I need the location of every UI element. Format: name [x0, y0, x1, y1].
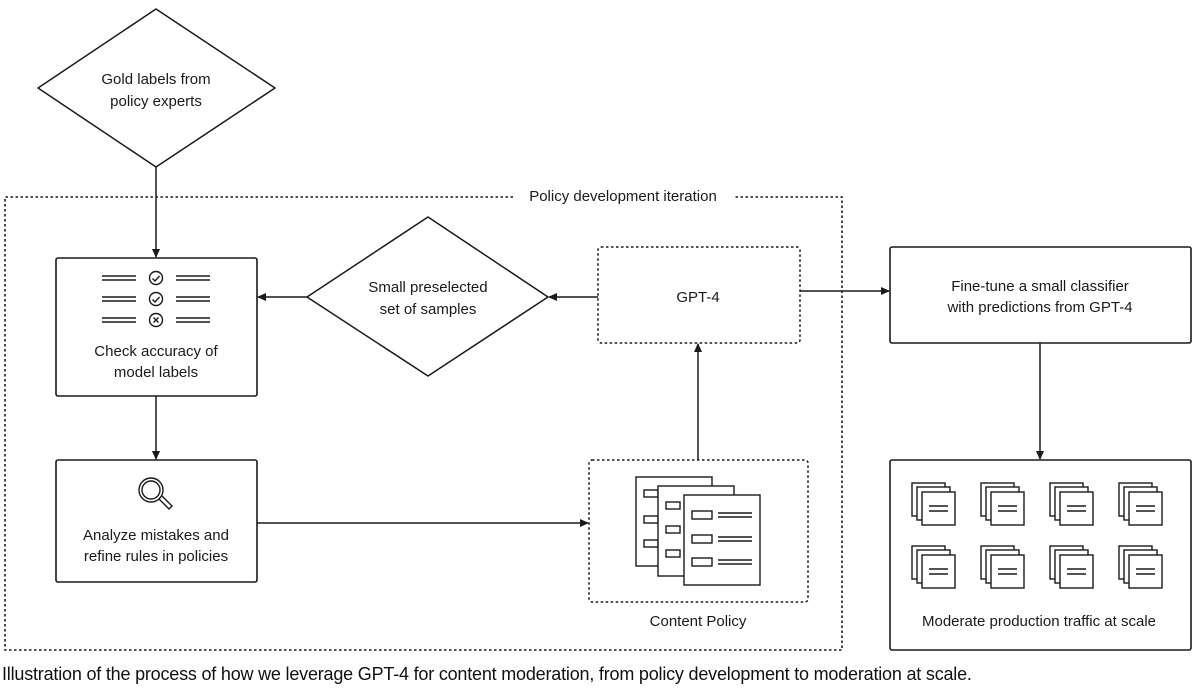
check-circle-icon [148, 270, 164, 286]
document-stack-icon [1118, 545, 1163, 589]
document-stack-icon [1118, 482, 1163, 526]
check-accuracy-node: Check accuracy of model labels [55, 257, 258, 397]
check-circle-icon [148, 291, 164, 307]
finetune-line1: Fine-tune a small classifier [951, 278, 1129, 295]
moderate-node: Moderate production traffic at scale [889, 459, 1192, 651]
finetune-line2: with predictions from GPT-4 [946, 299, 1132, 316]
content-policy-label: Content Policy [650, 613, 747, 630]
content-policy-node: Content Policy [588, 459, 809, 630]
document-stack-icon [980, 482, 1025, 526]
figure-caption: Illustration of the process of how we le… [2, 664, 972, 684]
samples-line1: Small preselected [368, 279, 487, 296]
document-stack-icon [980, 545, 1025, 589]
check-accuracy-line1: Check accuracy of [94, 343, 218, 360]
gpt4-node: GPT-4 [597, 246, 801, 344]
moderate-label: Moderate production traffic at scale [922, 613, 1156, 630]
analyze-line1: Analyze mistakes and [83, 527, 229, 544]
magnifier-icon [138, 477, 173, 510]
gold-labels-node: Gold labels from policy experts [37, 8, 276, 168]
document-stack-icon [911, 545, 956, 589]
gpt4-label: GPT-4 [676, 289, 719, 306]
document-stacks-grid [911, 482, 1163, 589]
document-stack-icon [1049, 545, 1094, 589]
documents-stack-icon [635, 476, 761, 586]
checklist-icon [102, 270, 210, 328]
samples-line2: set of samples [380, 301, 477, 318]
cross-circle-icon [148, 312, 164, 328]
gold-labels-line2: policy experts [110, 93, 202, 110]
samples-node: Small preselected set of samples [306, 216, 549, 377]
finetune-node: Fine-tune a small classifier with predic… [889, 246, 1192, 344]
edges [152, 167, 1044, 527]
document-stack-icon [911, 482, 956, 526]
policy-iteration-group: Policy development iteration [4, 188, 843, 651]
document-stack-icon [1049, 482, 1094, 526]
analyze-line2: refine rules in policies [84, 548, 228, 565]
check-accuracy-line2: model labels [114, 364, 198, 381]
gold-labels-line1: Gold labels from [101, 71, 210, 88]
analyze-node: Analyze mistakes and refine rules in pol… [55, 459, 258, 583]
group-label: Policy development iteration [529, 188, 717, 205]
diagram-canvas: Policy development iteration Gold labels… [4, 8, 1192, 651]
